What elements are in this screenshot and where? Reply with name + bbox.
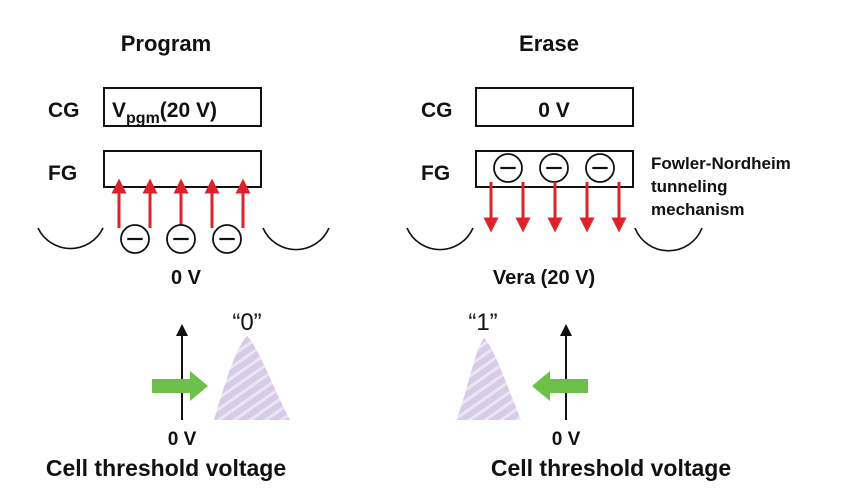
program-cg-voltage-main: V bbox=[112, 99, 126, 122]
erase-fg-label: FG bbox=[421, 162, 450, 185]
program-electrons bbox=[120, 224, 242, 254]
erase-mechanism-line2: tunneling bbox=[651, 177, 727, 196]
erase-source-well bbox=[406, 227, 474, 251]
erase-cg-label: CG bbox=[421, 99, 453, 122]
program-panel: Program CG Vpgm(20 V) FG 0 V “0” 0 V Cel… bbox=[37, 31, 330, 481]
program-state-label: “0” bbox=[232, 309, 261, 336]
program-shift-arrow-icon bbox=[152, 371, 208, 401]
erase-control-gate bbox=[475, 87, 634, 127]
erase-shift-arrow-head bbox=[532, 371, 550, 401]
erase-caption: Cell threshold voltage bbox=[491, 455, 731, 481]
program-tunnel-arrows bbox=[111, 178, 251, 228]
program-cg-label: CG bbox=[48, 99, 80, 122]
program-drain-well bbox=[262, 227, 330, 251]
program-cg-voltage-value: (20 V) bbox=[160, 99, 217, 122]
erase-mechanism-line1: Fowler-Nordheim bbox=[651, 154, 791, 173]
erase-vt-distribution bbox=[456, 338, 521, 420]
erase-mechanism-line3: mechanism bbox=[651, 200, 745, 219]
erase-electron-1-icon bbox=[493, 153, 523, 183]
erase-drain-well bbox=[634, 227, 703, 252]
erase-panel: Erase CG 0 V FG Fowler-Nordheim tunnelin… bbox=[406, 31, 791, 481]
erase-title: Erase bbox=[519, 31, 579, 56]
program-axis-zero-label: 0 V bbox=[168, 429, 197, 450]
program-cg-voltage-sub: pgm bbox=[126, 110, 160, 127]
program-source-well bbox=[37, 227, 104, 250]
erase-electron-3-icon bbox=[585, 153, 615, 183]
program-control-gate bbox=[103, 87, 262, 127]
program-shift-arrow-head bbox=[190, 371, 208, 401]
program-vt-distribution bbox=[214, 336, 290, 420]
program-shift-arrow-body bbox=[152, 379, 192, 393]
erase-cg-voltage: 0 V bbox=[538, 99, 570, 122]
erase-tunnel-arrows bbox=[483, 182, 627, 233]
program-title: Program bbox=[121, 31, 211, 56]
program-electron-3-icon bbox=[212, 224, 242, 254]
program-fg-label: FG bbox=[48, 162, 77, 185]
program-cg-voltage: Vpgm(20 V) bbox=[112, 99, 217, 127]
program-electron-2-icon bbox=[166, 224, 196, 254]
program-electron-1-icon bbox=[120, 224, 150, 254]
erase-electron-2-icon bbox=[539, 153, 569, 183]
erase-shift-arrow-body bbox=[548, 379, 588, 393]
program-caption: Cell threshold voltage bbox=[46, 455, 286, 481]
erase-shift-arrow-icon bbox=[532, 371, 588, 401]
erase-axis-zero-label: 0 V bbox=[552, 429, 581, 450]
erase-state-label: “1” bbox=[468, 309, 497, 336]
erase-electrons bbox=[493, 153, 615, 183]
program-floating-gate bbox=[103, 150, 262, 188]
erase-substrate-voltage: Vera (20 V) bbox=[493, 267, 595, 289]
program-substrate-voltage: 0 V bbox=[171, 267, 202, 289]
